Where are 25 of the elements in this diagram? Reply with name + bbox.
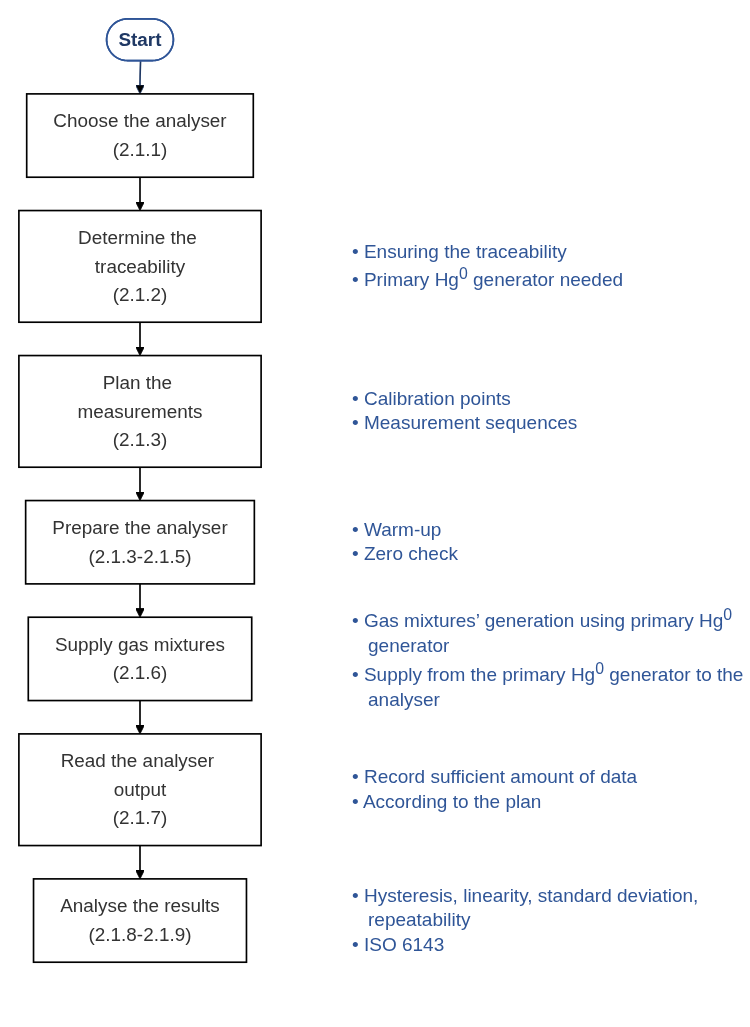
bullet-note: • Hysteresis, linearity, standard deviation, repeatability bbox=[352, 883, 700, 933]
node-box: Prepare the analyser (2.1.3-2.1.5) bbox=[24, 499, 256, 585]
arrow bbox=[135, 466, 145, 501]
bullet-note: • According to the plan bbox=[352, 789, 543, 814]
arrow bbox=[135, 176, 145, 211]
bullet-note: • Primary Hg$^{0}$ generator needed bbox=[352, 264, 625, 293]
arrow bbox=[135, 699, 145, 735]
bullet-note: • Supply from the primary Hg$^{0}$ generator to the analyser bbox=[352, 658, 745, 712]
node-box: Read the analyser output (2.1.7) bbox=[18, 733, 262, 847]
bullet-note: • Record sufficient amount of data bbox=[352, 765, 639, 790]
bullet-note: • Measurement sequences bbox=[352, 411, 579, 436]
node-box: Determine the traceability (2.1.2) bbox=[18, 209, 262, 324]
arrow bbox=[135, 60, 145, 95]
bullet-note: • Zero check bbox=[352, 542, 459, 567]
bullet-note: • Calibration points bbox=[352, 386, 512, 411]
arrow bbox=[135, 844, 145, 880]
bullet-note: • ISO 6143 bbox=[352, 932, 446, 957]
arrow bbox=[135, 321, 145, 356]
node-box: Choose the analyser (2.1.1) bbox=[25, 93, 255, 179]
bullet-note: • Ensuring the traceability bbox=[352, 239, 568, 264]
node-box: Supply gas mixtures (2.1.6) bbox=[27, 616, 253, 702]
node-box: Analyse the results (2.1.8-2.1.9) bbox=[32, 878, 248, 964]
node-box: Plan the measurements (2.1.3) bbox=[18, 354, 262, 469]
arrow bbox=[135, 583, 145, 618]
bullet-note: • Warm-up bbox=[352, 517, 443, 542]
